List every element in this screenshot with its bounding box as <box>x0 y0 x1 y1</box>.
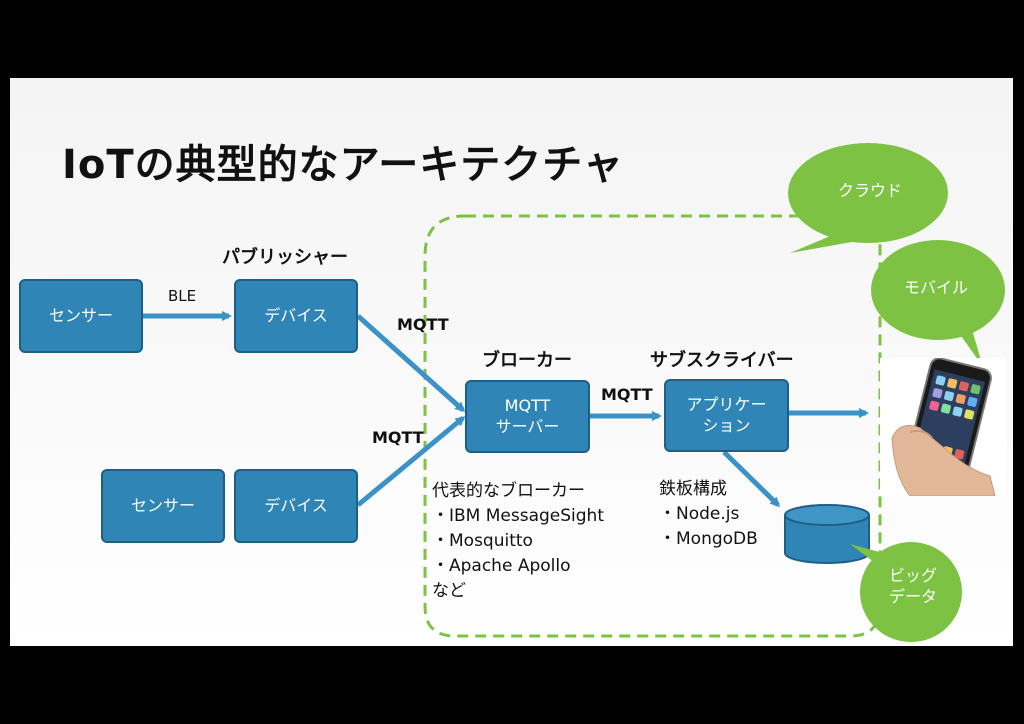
sensor-box-top-label: センサー <box>48 305 113 325</box>
bigdata-bubble <box>850 542 962 642</box>
arrow-device-top-to-broker <box>356 314 466 413</box>
broker-example-item: ・Apache Apollo <box>432 556 571 576</box>
subscriber-label: サブスクライバー <box>650 350 794 371</box>
mqtt-label-top: MQTT <box>397 315 449 334</box>
arrow-device-bottom-to-broker <box>356 416 466 507</box>
device-box-top: デバイス <box>234 279 358 353</box>
mqtt-server-box: MQTT サーバー <box>465 380 590 453</box>
cloud-bubble <box>788 143 948 253</box>
mobile-bubble-label: モバイル <box>904 278 969 297</box>
bigdata-line2: データ <box>889 586 938 606</box>
mqtt-server-line1: MQTT <box>504 395 551 415</box>
device-box-bottom: デバイス <box>234 469 358 543</box>
broker-examples-footer: など <box>432 581 466 601</box>
bigdata-bubble-label: ビッグ データ <box>889 566 937 608</box>
application-line2: ション <box>702 415 751 435</box>
mqtt-server-line2: サーバー <box>495 416 560 436</box>
device-box-bottom-label: デバイス <box>264 495 328 515</box>
publisher-label: パブリッシャー <box>222 247 348 268</box>
application-box: アプリケー ション <box>664 379 789 452</box>
smartphone-icon <box>880 358 1006 496</box>
broker-examples: 代表的なブローカー ・IBM MessageSight ・Mosquitto ・… <box>432 479 604 604</box>
broker-example-item: ・IBM MessageSight <box>432 506 605 526</box>
sensor-box-top: センサー <box>19 279 143 353</box>
device-box-top-label: デバイス <box>264 305 328 325</box>
sensor-box-bottom: センサー <box>101 469 225 543</box>
ble-label: BLE <box>168 287 197 305</box>
broker-examples-heading: 代表的なブローカー <box>432 481 585 501</box>
standard-stack-item: ・Node.js <box>659 504 740 524</box>
application-line1: アプリケー <box>686 394 767 414</box>
database-icon <box>784 504 870 564</box>
sensor-box-bottom-label: センサー <box>130 495 195 515</box>
page-title: IoTの典型的なアーキテクチャ <box>62 142 624 188</box>
arrow-app-to-database <box>722 450 781 508</box>
mqtt-label-middle: MQTT <box>601 385 653 404</box>
standard-stack-item: ・MongoDB <box>659 529 758 549</box>
mqtt-label-bottom: MQTT <box>372 428 424 447</box>
standard-stack-heading: 鉄板構成 <box>659 479 727 499</box>
bigdata-line1: ビッグ <box>889 566 938 585</box>
broker-label: ブローカー <box>482 350 572 371</box>
cloud-bubble-label: クラウド <box>838 181 903 200</box>
standard-stack: 鉄板構成 ・Node.js ・MongoDB <box>659 477 758 552</box>
mobile-bubble <box>871 240 1005 367</box>
broker-example-item: ・Mosquitto <box>432 531 533 551</box>
